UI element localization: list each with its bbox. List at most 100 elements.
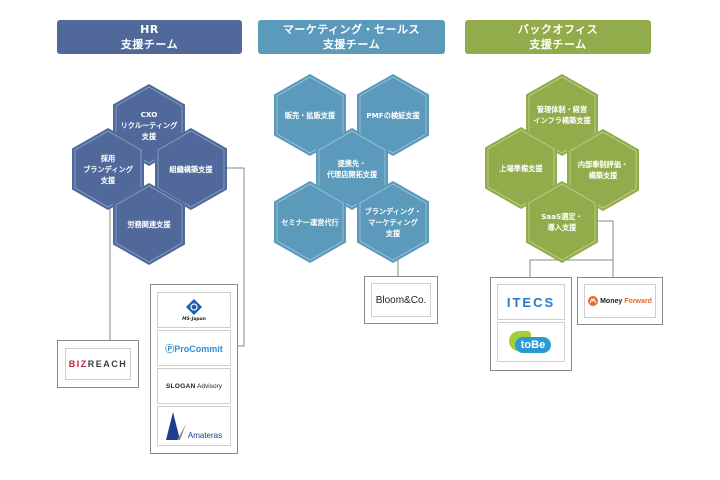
tobe-logo: toBe: [509, 329, 553, 355]
hexagon-inner-border: [276, 76, 344, 154]
service-label-line: 管理体制・経営: [536, 105, 588, 114]
service-hex-org-building: 組織構築支援: [155, 128, 227, 210]
hexagon-shape: [526, 74, 598, 156]
service-hex-labor: 労務関連支援: [113, 183, 185, 265]
partner-card-slogan: SLOGAN Advisory: [157, 368, 231, 404]
hexagon-inner-border: [528, 76, 596, 154]
money-forward-mark-icon: [588, 296, 599, 306]
bizreach-logo: BIZREACH: [68, 359, 128, 369]
service-label-line: セミナー運営代行: [281, 217, 339, 227]
hexagon-shape: [72, 128, 144, 210]
team-header-title: マーケティング・セールス: [282, 23, 421, 36]
service-label-line: 販売・拡販支援: [284, 110, 336, 120]
hexagon-shape: [567, 129, 639, 211]
amateras-logo-text: Amateras: [187, 431, 223, 440]
bloom-logo: Bloom&Co.: [375, 294, 427, 306]
hexagon-inner-border: [115, 185, 183, 263]
hexagon-shape: [526, 181, 598, 263]
service-label: 労務関連支援: [113, 183, 185, 265]
service-label-line: 提携先・: [337, 159, 367, 168]
ms-japan-logo-icon: [186, 298, 202, 315]
service-hex-sales-expansion: 販売・拡販支援: [274, 74, 346, 156]
ms-japan-logo-text: MS-Japan: [182, 316, 206, 322]
service-label-line: 組織構築支援: [169, 164, 213, 174]
service-hex-partner-development: 提携先・代理店開拓支援: [316, 128, 388, 210]
partner-group-hr-right: MS-Japan ⓅProCommit SLOGAN Advisory Amat…: [150, 284, 238, 454]
service-label-line: ブランディング: [83, 164, 133, 174]
service-label-line: 上場準備支援: [499, 163, 543, 173]
service-label-line: ブランディング・: [364, 206, 422, 216]
team-header-hr: HR 支援チーム: [57, 20, 242, 54]
service-label: 販売・拡販支援: [274, 74, 346, 156]
team-header-title: バックオフィス: [517, 23, 599, 36]
partner-card-bloom: Bloom&Co.: [371, 283, 431, 317]
service-label: 提携先・代理店開拓支援: [316, 128, 388, 210]
service-hex-pmf-validation: PMFの検証支援: [357, 74, 429, 156]
slogan-logo: SLOGAN Advisory: [166, 382, 222, 390]
hexagon-inner-border: [359, 76, 427, 154]
partner-card-procommit: ⓅProCommit: [157, 330, 231, 366]
service-label-line: PMFの検証支援: [366, 110, 420, 120]
hexagon-shape: [155, 128, 227, 210]
hexagon-inner-border: [318, 130, 386, 208]
service-label: 組織構築支援: [155, 128, 227, 210]
hexagon-inner-border: [276, 183, 344, 261]
team-header-subtitle: 支援チーム: [322, 38, 381, 51]
hexagon-inner-border: [157, 130, 225, 208]
partner-card-ms-japan: MS-Japan: [157, 292, 231, 328]
hexagon-inner-border: [74, 130, 142, 208]
service-label-line: マーケティング: [368, 217, 418, 227]
hexagon-shape: [113, 183, 185, 265]
hexagon-shape: [485, 127, 557, 209]
service-hex-ipo-prep: 上場準備支援: [485, 127, 557, 209]
service-hex-internal-control: 内部牽制評価・構築支援: [567, 129, 639, 211]
service-label-line: インフラ構築支援: [533, 116, 591, 125]
itecs-logo: ITECS: [506, 294, 556, 310]
service-hex-management-infra: 管理体制・経営インフラ構築支援: [526, 74, 598, 156]
team-header-marketing: マーケティング・セールス 支援チーム: [258, 20, 445, 54]
partner-card-amateras: Amateras: [157, 406, 231, 446]
partner-card-bizreach: BIZREACH: [65, 348, 131, 380]
hexagon-inner-border: [569, 131, 637, 209]
service-label: 採用ブランディング支援: [72, 128, 144, 210]
service-label-line: 代理店開拓支援: [326, 170, 378, 179]
service-label-line: CXO: [140, 109, 158, 119]
hexagon-shape: [274, 181, 346, 263]
service-label-line: 内部牽制評価・: [577, 160, 629, 169]
team-header-title: HR: [140, 23, 159, 36]
service-label: 管理体制・経営インフラ構築支援: [526, 74, 598, 156]
service-hex-recruit-branding: 採用ブランディング支援: [72, 128, 144, 210]
connector-backoffice-saas: [598, 220, 614, 277]
service-label: 上場準備支援: [485, 127, 557, 209]
hexagon-shape: [316, 128, 388, 210]
service-label-line: 支援: [141, 131, 157, 141]
partner-group-marketing: Bloom&Co.: [364, 276, 438, 324]
service-label-line: 労務関連支援: [127, 219, 171, 229]
service-label-line: リクルーティング: [120, 120, 178, 130]
connector-hr-org-partners: [227, 167, 245, 347]
service-label: セミナー運営代行: [274, 181, 346, 263]
partner-group-hr-left: BIZREACH: [57, 340, 139, 388]
service-label-line: 採用: [100, 153, 116, 163]
amateras-logo-icon: [165, 412, 186, 440]
service-label: ブランディング・マーケティング支援: [357, 181, 429, 263]
service-label: SaaS選定・導入支援: [526, 181, 598, 263]
team-header-subtitle: 支援チーム: [120, 38, 179, 51]
team-header-subtitle: 支援チーム: [529, 38, 587, 51]
hexagon-shape: [357, 181, 429, 263]
partner-card-tobe: toBe: [497, 322, 565, 362]
service-hex-seminar: セミナー運営代行: [274, 181, 346, 263]
service-label: 内部牽制評価・構築支援: [567, 129, 639, 211]
service-label-line: 構築支援: [588, 171, 618, 180]
service-label: PMFの検証支援: [357, 74, 429, 156]
service-hex-branding-marketing: ブランディング・マーケティング支援: [357, 181, 429, 263]
procommit-mark-icon: Ⓟ: [165, 343, 175, 354]
service-label-line: 支援: [100, 175, 116, 185]
hexagon-inner-border: [487, 129, 555, 207]
partner-card-itecs: ITECS: [497, 284, 565, 320]
hexagon-shape: [357, 74, 429, 156]
service-hex-saas: SaaS選定・導入支援: [526, 181, 598, 263]
